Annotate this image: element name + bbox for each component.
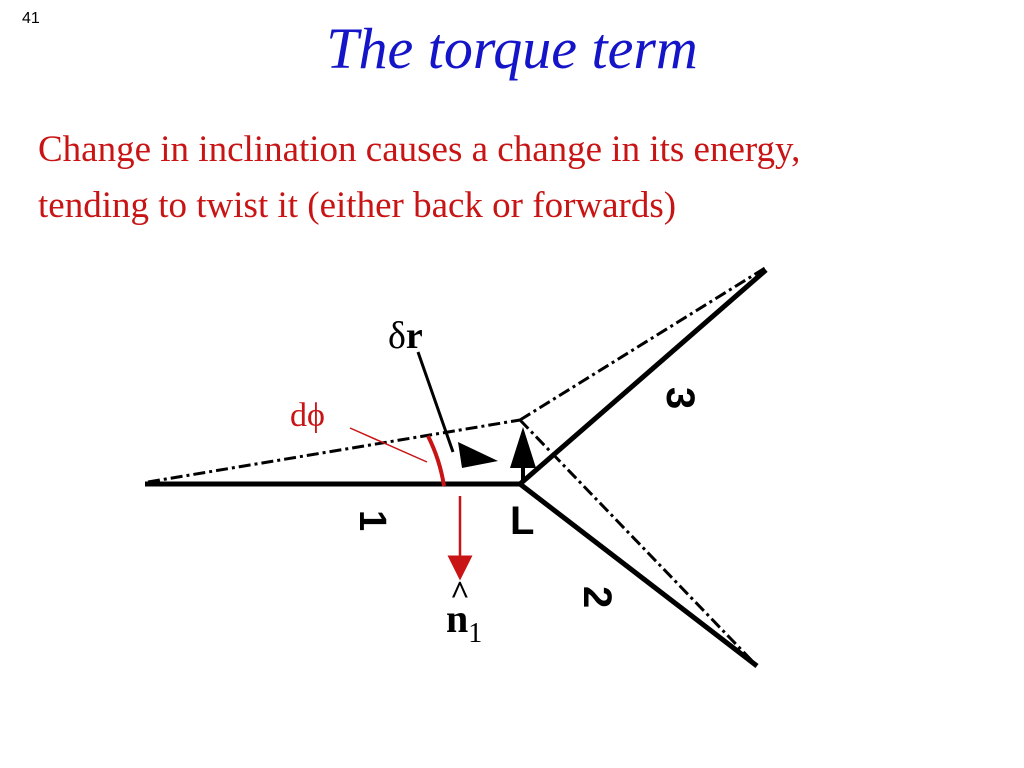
edge-label-1: 1 xyxy=(351,510,393,531)
normal-hat-symbol: ^ xyxy=(450,575,470,612)
delta-r-arrowhead xyxy=(458,442,498,468)
n-bold-symbol: n xyxy=(446,596,468,641)
boundary-line-3 xyxy=(518,268,768,486)
edge-label-3: 3 xyxy=(658,387,702,409)
dphi-label: dϕ xyxy=(290,397,325,434)
normal-label: n1 xyxy=(446,596,482,649)
body-line-2: tending to twist it (either back or forw… xyxy=(38,185,677,226)
junction-up-arrow xyxy=(510,427,536,468)
edge-label-2: 2 xyxy=(575,586,619,608)
junction-label: L xyxy=(510,499,534,543)
r-bold-symbol: r xyxy=(406,315,423,357)
delta-symbol: δ xyxy=(388,315,406,357)
dphi-arc xyxy=(426,435,446,487)
delta-r-pointer-line xyxy=(416,351,455,453)
displaced-line-1 xyxy=(147,418,521,484)
slide-body-text: Change in inclination causes a change in… xyxy=(38,122,998,234)
body-line-1: Change in inclination causes a change in… xyxy=(38,129,801,170)
slide-number: 41 xyxy=(22,10,40,27)
delta-r-label: δr xyxy=(388,315,423,357)
slide-title: The torque term xyxy=(326,16,698,81)
boundary-line-2 xyxy=(518,482,759,668)
displaced-line-3 xyxy=(519,266,766,422)
displaced-boundary xyxy=(147,266,766,668)
dphi-pointer xyxy=(349,427,428,463)
n-subscript: 1 xyxy=(468,618,482,649)
displaced-line-2 xyxy=(518,418,759,668)
